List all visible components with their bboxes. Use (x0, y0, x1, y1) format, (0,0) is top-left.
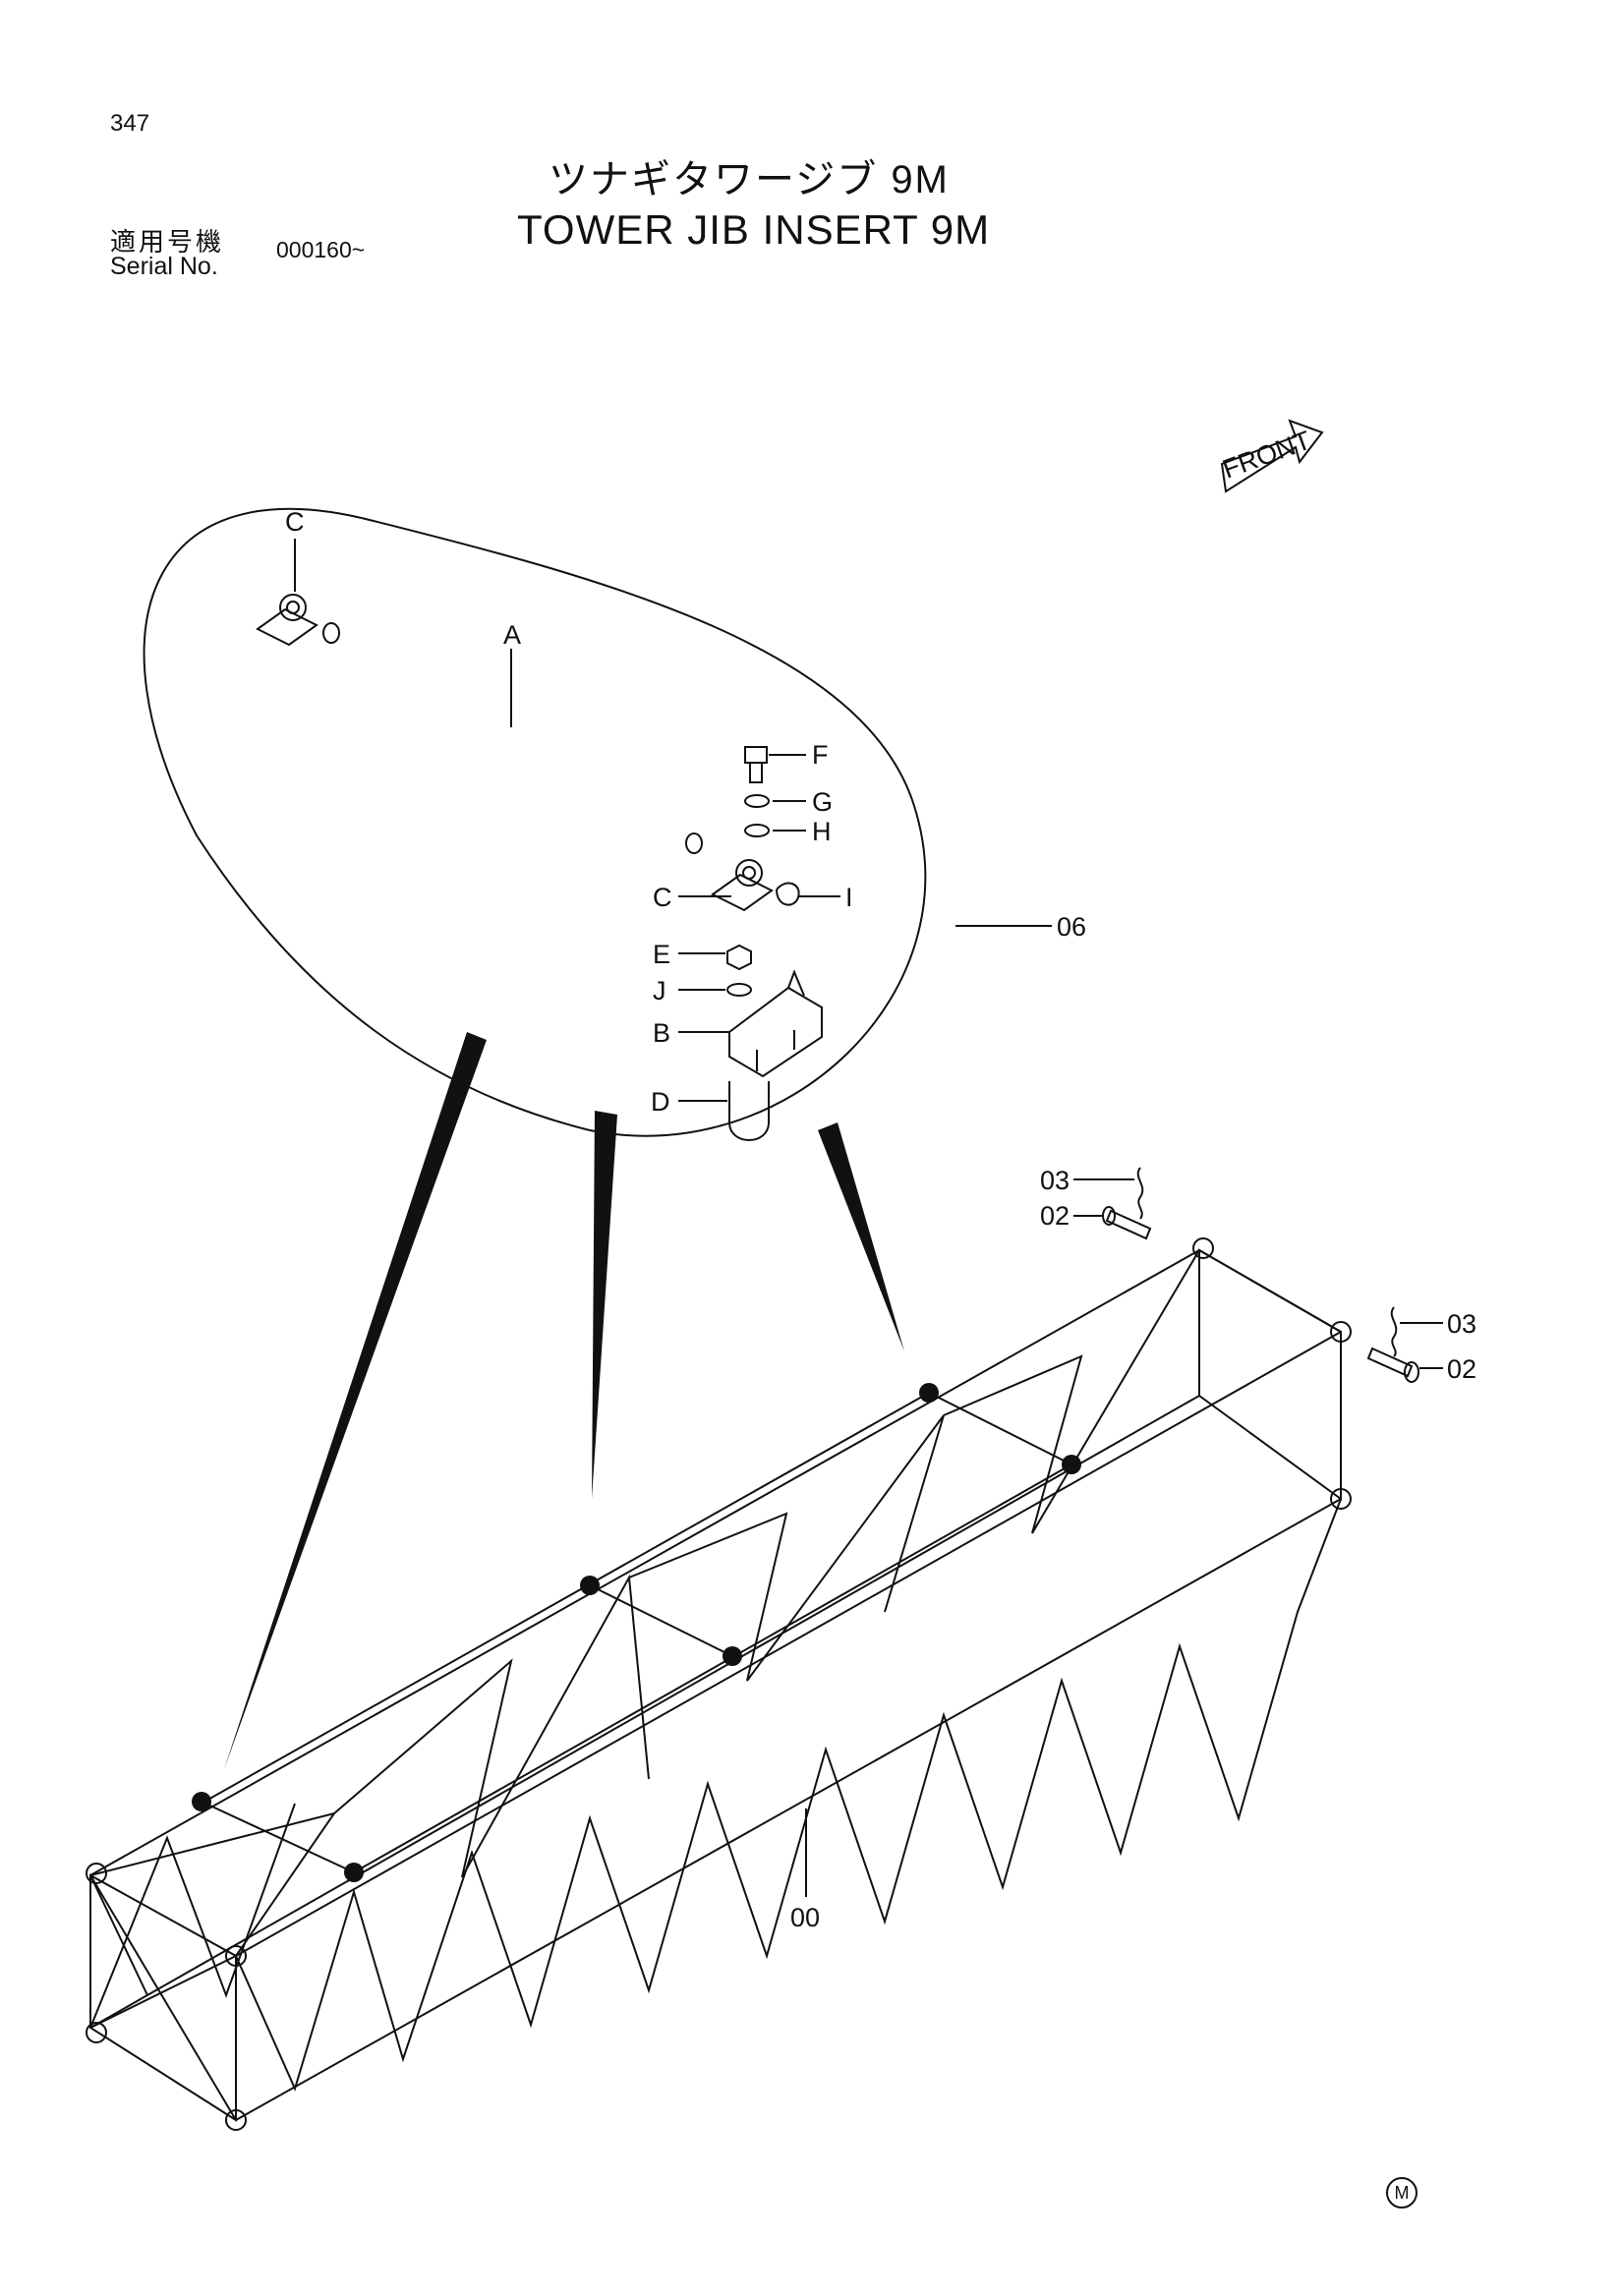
pin-bracket-C-lower (711, 859, 774, 912)
callout-03-right: 03 (1447, 1309, 1476, 1339)
washer-H (744, 824, 770, 837)
m-stamp: M (1386, 2177, 1418, 2209)
serial-label-japanese: 適用号機 (110, 227, 225, 257)
title-japanese: ツナギタワージブ 9M (549, 158, 950, 201)
callout-A: A (503, 620, 521, 650)
front-arrow-icon: FRONT (1219, 419, 1324, 493)
callout-D: D (651, 1087, 670, 1117)
bolt-F (744, 746, 768, 783)
nut-E (726, 944, 752, 971)
washer-J (726, 983, 752, 997)
pin-02-right (1366, 1347, 1419, 1383)
bubble-pointer-wedges (224, 1032, 904, 1769)
callout-00: 00 (790, 1903, 820, 1932)
u-bolt-D (728, 1081, 770, 1141)
callout-H: H (812, 817, 832, 846)
callout-E: E (653, 940, 670, 969)
callout-C-mid: C (653, 883, 672, 912)
callout-F: F (812, 740, 829, 770)
title-english: TOWER JIB INSERT 9M (517, 206, 991, 253)
callout-06: 06 (1057, 912, 1086, 942)
pin-leaders (805, 1178, 1443, 1897)
snap-pin-03-right (1390, 1306, 1398, 1357)
callout-J: J (653, 976, 666, 1005)
tie-rod-A (321, 622, 703, 854)
callout-02-left: 02 (1040, 1201, 1070, 1231)
detail-leaders (294, 539, 1052, 1102)
snap-pin-03-left (1136, 1167, 1144, 1220)
callout-03-left: 03 (1040, 1166, 1070, 1195)
detail-bubble (143, 507, 927, 1137)
callout-B: B (653, 1018, 670, 1048)
clamp-B (728, 969, 823, 1078)
callout-G: G (812, 787, 833, 817)
callout-I: I (845, 883, 853, 912)
spring-washer-G (744, 794, 770, 808)
truss-section-00 (86, 1237, 1352, 2131)
snap-pin-I (776, 882, 800, 906)
callout-02-right: 02 (1447, 1354, 1476, 1384)
pin-bracket-C-top (256, 594, 318, 647)
page-number: 347 (110, 110, 150, 137)
serial-number-value: 000160~ (276, 237, 366, 262)
callout-C-top: C (285, 507, 305, 537)
serial-label-english: Serial No. (110, 253, 218, 280)
front-label: FRONT (1219, 426, 1315, 485)
pin-02-left (1102, 1206, 1152, 1240)
